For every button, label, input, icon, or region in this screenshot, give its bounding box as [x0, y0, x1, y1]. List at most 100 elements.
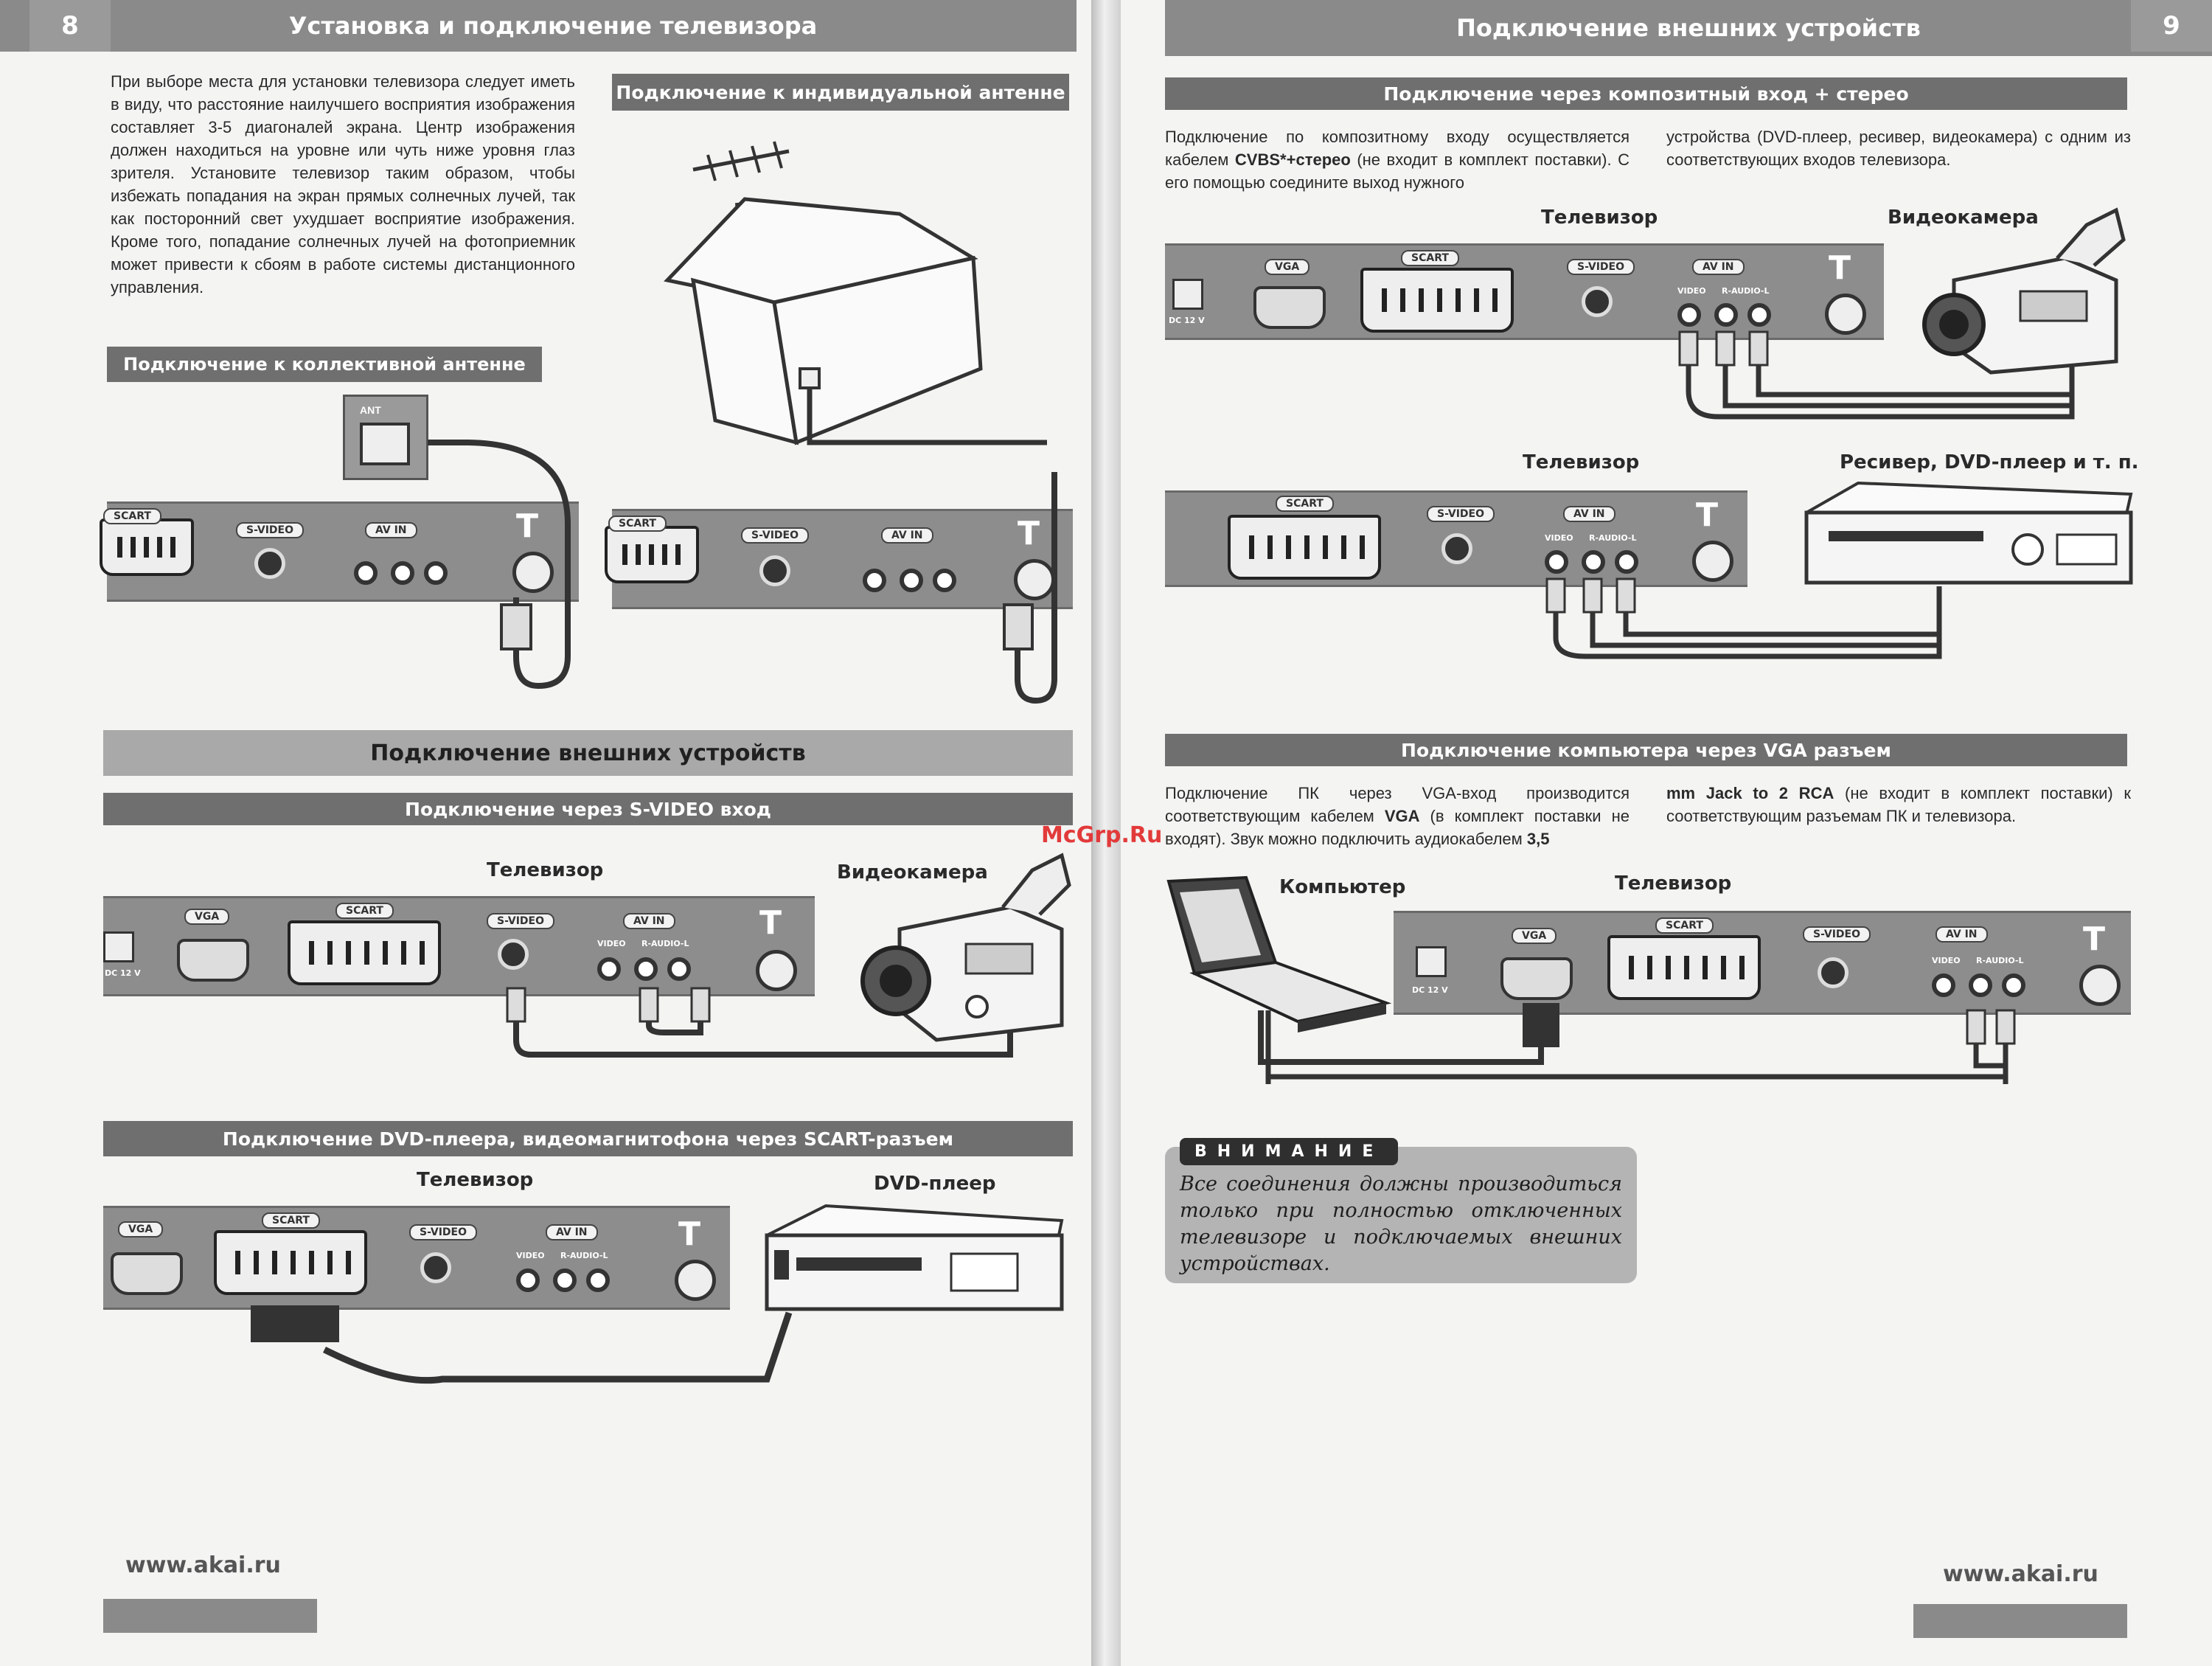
antenna-input-symbol: T — [1696, 496, 1719, 534]
right-page: Подключение внешних устройств 9 Подключе… — [1121, 0, 2212, 1666]
right-header-bar: Подключение внешних устройств — [1165, 0, 2212, 56]
scart-label: SCART — [1655, 917, 1714, 934]
scart-port — [288, 920, 441, 985]
audio-label: R-AUDIO-L — [1722, 286, 1770, 296]
vga-section-title: Подключение компьютера через VGA разъем — [1401, 739, 1891, 761]
scart-tv-label: Телевизор — [417, 1169, 534, 1191]
rca-audio-r-port — [634, 957, 658, 981]
rca-audio-r-port — [553, 1268, 577, 1292]
composite-tv-label-1: Телевизор — [1541, 206, 1658, 229]
rca-audio-l-port — [1747, 303, 1771, 327]
scart-port — [1228, 515, 1381, 580]
scart-label: SCART — [1276, 496, 1334, 512]
composite-text-part: Подключение по композитному входу осущес… — [1165, 128, 1630, 169]
antenna-input-symbol: T — [1829, 249, 1851, 287]
vga-audio-cable-size: 3,5 — [1526, 830, 1550, 848]
avin-label: AV IN — [1563, 506, 1615, 522]
antenna-input-port — [512, 552, 554, 593]
vga-port — [1253, 286, 1326, 329]
composite-section-title: Подключение через композитный вход + сте… — [1383, 83, 1909, 105]
dc-power-port — [103, 931, 134, 962]
left-intro-text: При выборе места для установки телевизор… — [111, 72, 575, 296]
vga-section-bar: Подключение компьютера через VGA разъем — [1165, 734, 2127, 766]
scart-label: SCART — [1401, 250, 1459, 266]
audio-label: R-AUDIO-L — [1589, 533, 1637, 543]
antenna-input-symbol: T — [516, 507, 539, 545]
video-label: VIDEO — [516, 1251, 545, 1260]
svideo-port — [1818, 957, 1848, 988]
scart-port — [214, 1230, 367, 1295]
vga-port — [177, 939, 249, 982]
vga-label: VGA — [1265, 259, 1310, 275]
composite-text-part: (не входит в комплект поставки). С его п… — [1165, 150, 1630, 192]
tv-panel-collective: SCART S-VIDEO AV IN T — [100, 501, 579, 602]
antenna-input-port — [675, 1260, 716, 1301]
audio-label: R-AUDIO-L — [560, 1251, 608, 1260]
svideo-port — [1582, 286, 1613, 317]
rca-video-port — [597, 957, 621, 981]
svideo-port — [1441, 533, 1472, 564]
avin-label: AV IN — [1692, 259, 1745, 275]
composite-cables-2 — [1545, 577, 1942, 659]
svideo-label: S-VIDEO — [741, 527, 810, 544]
vga-tv-label: Телевизор — [1615, 872, 1732, 895]
scart-label: SCART — [103, 508, 161, 524]
vga-cables — [1258, 1003, 2016, 1084]
audio-label: R-AUDIO-L — [1976, 956, 2024, 965]
avin-label: AV IN — [365, 522, 417, 538]
rca-audio-r-port — [1582, 550, 1605, 574]
antenna-input-port — [2079, 965, 2121, 1006]
svideo-port — [498, 939, 529, 970]
laptop-illustration — [1166, 875, 1392, 1032]
antenna-input-symbol: T — [678, 1215, 701, 1253]
individual-antenna-title: Подключение к индивидуальной антенне — [616, 81, 1065, 103]
camcorder-illustration — [860, 853, 1071, 1042]
rca-audio-r-port — [1714, 303, 1738, 327]
dvd-player-illustration — [765, 1204, 1064, 1311]
svideo-label: S-VIDEO — [1427, 506, 1495, 522]
composite-receiver-label: Ресивер, DVD-плеер и т. п. — [1840, 451, 2139, 473]
collective-antenna-cable — [428, 440, 571, 690]
vga-text-part: (в комплект поставки не входят). Звук мо… — [1165, 807, 1630, 848]
composite-cable-name: CVBS*+стерео — [1234, 150, 1351, 169]
rca-video-port — [1932, 973, 1955, 997]
vga-text-part: (не входит в комплект поставки) к соотве… — [1666, 784, 2131, 825]
scart-port — [100, 518, 194, 576]
vga-cable-name: VGA — [1384, 807, 1420, 825]
svideo-section-title: Подключение через S-VIDEO вход — [405, 798, 771, 820]
antenna-input-port — [756, 950, 797, 991]
left-page-number: 8 — [29, 0, 111, 52]
dc-power-port — [1172, 279, 1203, 310]
tv-panel-scart: VGA SCART S-VIDEO AV IN VIDEO R-AUDIO-L … — [103, 1206, 730, 1310]
rca-audio-l-port — [667, 957, 691, 981]
rca-audio-l-port — [586, 1268, 610, 1292]
rca-audio-l-port — [933, 569, 956, 592]
vga-text-col2: mm Jack to 2 RCA (не входит в комплект п… — [1666, 782, 2131, 827]
individual-antenna-bar: Подключение к индивидуальной антенне — [612, 74, 1069, 111]
svideo-camera-label: Видеокамера — [837, 861, 988, 884]
vga-text-col1: Подключение ПК через VGA-вход производит… — [1165, 782, 1630, 850]
rca-audio-l-port — [1615, 550, 1638, 574]
avin-label: AV IN — [1935, 926, 1988, 943]
audio-label: R-AUDIO-L — [641, 939, 689, 948]
rca-audio-r-port — [1969, 973, 1992, 997]
video-label: VIDEO — [1677, 286, 1706, 296]
right-header-title: Подключение внешних устройств — [1456, 14, 1921, 42]
camcorder-illustration-right — [1922, 207, 2126, 375]
tv-panel-composite-2: SCART S-VIDEO AV IN VIDEO R-AUDIO-L T — [1165, 490, 1747, 587]
antenna-input-symbol: T — [2083, 920, 2106, 958]
antenna-input-symbol: T — [1018, 515, 1040, 552]
left-header-bar: Установка и подключение телевизора — [0, 0, 1077, 52]
svideo-port — [254, 548, 285, 579]
ant-label: ANT — [360, 404, 381, 416]
vga-text-part: Подключение ПК через VGA-вход производит… — [1165, 784, 1630, 825]
avin-label: AV IN — [546, 1224, 598, 1240]
composite-cables-1 — [1678, 330, 2075, 420]
rca-audio-l-port — [424, 561, 448, 585]
rca-video-port — [354, 561, 378, 585]
watermark-text: McGrp.Ru — [1041, 822, 1163, 848]
page-gutter — [1091, 0, 1121, 1666]
dc-power-port — [1416, 946, 1447, 977]
scart-section-title: Подключение DVD-плеера, видеомагнитофона… — [222, 1128, 954, 1150]
scart-cable — [251, 1305, 793, 1384]
